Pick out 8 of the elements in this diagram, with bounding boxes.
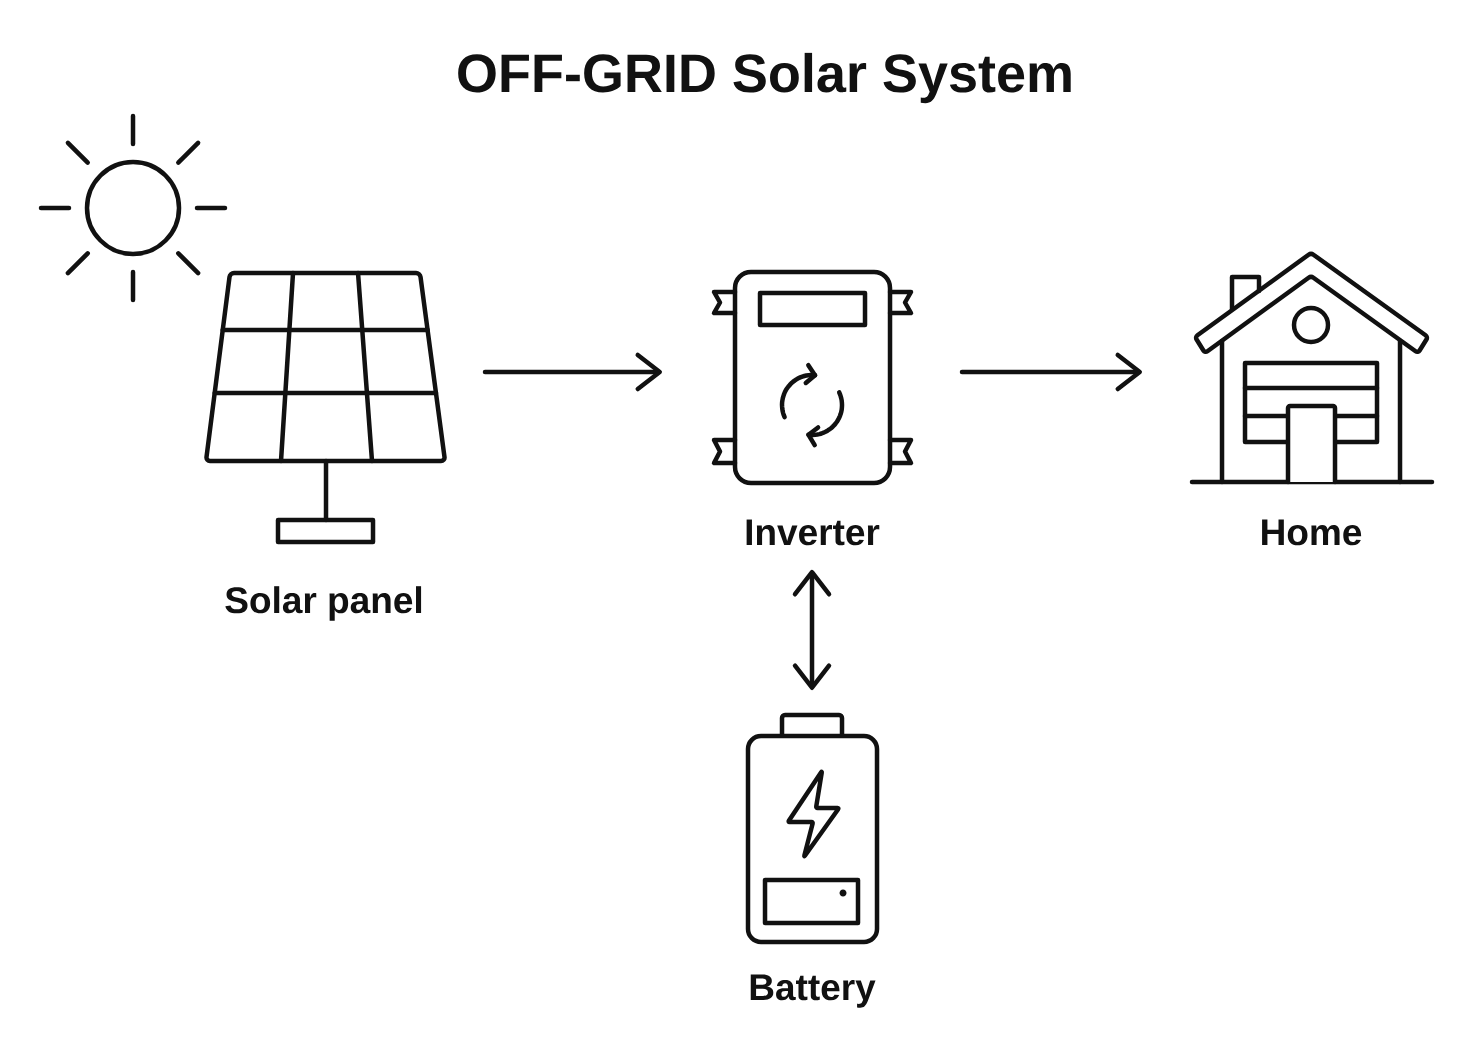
- node-label: Inverter: [746, 519, 880, 546]
- arrow: [959, 352, 1142, 392]
- title: OFF-GRID Solar System: [458, 52, 1071, 104]
- arrow: [482, 352, 662, 392]
- node-label: Solar panel: [225, 586, 422, 621]
- node-label: Battery: [750, 974, 876, 1008]
- node-label: Home: [1262, 519, 1362, 546]
- arrow: [792, 570, 832, 690]
